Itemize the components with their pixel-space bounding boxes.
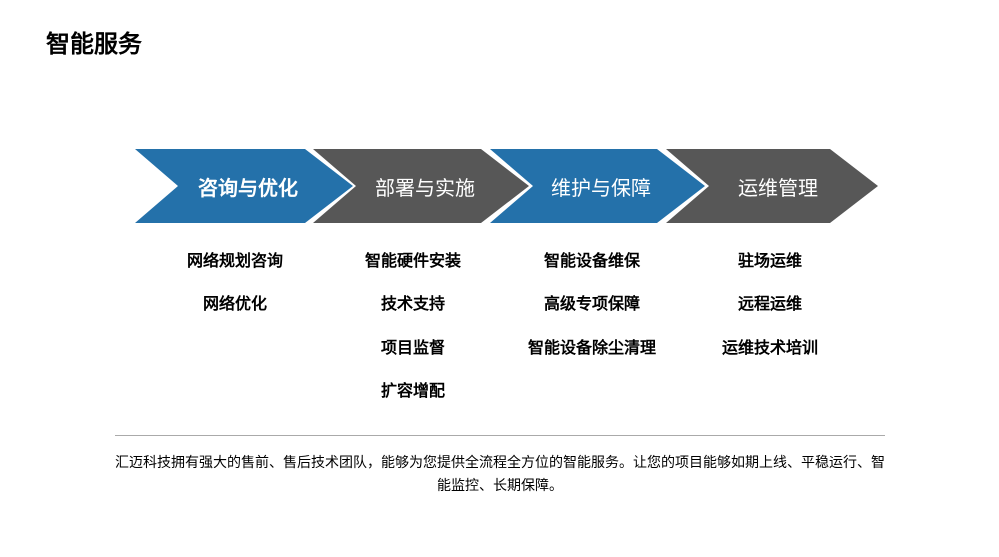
list-item: 网络优化 (202, 294, 267, 314)
step-3-items: 智能设备维保 高级专项保障 智能设备除尘清理 (492, 249, 692, 379)
list-item: 远程运维 (737, 294, 802, 314)
page-title: 智能服务 (46, 30, 142, 58)
step-2-items: 智能硬件安装 技术支持 项目监督 扩容增配 (313, 249, 513, 422)
list-item: 网络规划咨询 (186, 251, 283, 270)
step-4-items: 驻场运维 远程运维 运维技术培训 (670, 249, 870, 379)
process-flow (135, 149, 878, 223)
list-item: 智能设备除尘清理 (527, 337, 656, 357)
list-item: 技术支持 (380, 294, 445, 314)
chevron-step-1 (135, 149, 353, 223)
step-1-label: 咨询与优化 (198, 176, 298, 200)
list-item: 高级专项保障 (543, 294, 640, 314)
step-2-label: 部署与实施 (375, 176, 475, 200)
description: 汇迈科技拥有强大的售前、售后技术团队，能够为您提供全流程全方位的智能服务。让您的… (115, 455, 885, 494)
list-item: 智能设备维保 (543, 251, 640, 270)
chevron-step-4 (666, 149, 878, 223)
list-item: 驻场运维 (737, 251, 802, 270)
list-item: 运维技术培训 (721, 337, 818, 357)
step-4-label: 运维管理 (738, 176, 818, 200)
list-item: 扩容增配 (380, 380, 445, 400)
chevron-step-3 (490, 149, 705, 223)
step-3-label: 维护与保障 (551, 176, 651, 200)
list-item: 项目监督 (380, 337, 445, 357)
step-1-items: 网络规划咨询 网络优化 (135, 249, 335, 336)
chevron-step-2 (313, 149, 529, 223)
divider (115, 435, 885, 436)
list-item: 智能硬件安装 (364, 251, 461, 270)
